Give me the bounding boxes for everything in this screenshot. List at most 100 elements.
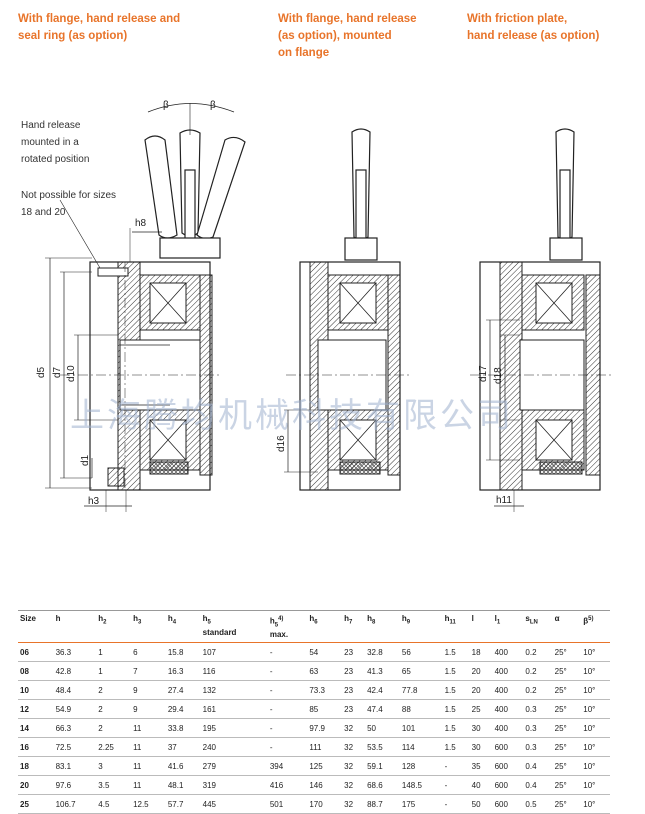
beta-label-2: β bbox=[210, 100, 216, 111]
table-cell: 83.1 bbox=[53, 756, 97, 777]
hand-release-note: Hand release mounted in a rotated positi… bbox=[21, 120, 90, 165]
table-cell: 97.9 bbox=[307, 718, 343, 739]
table-cell: 600 bbox=[492, 756, 524, 777]
column-header: h2 bbox=[96, 609, 132, 644]
beta-label-1: β bbox=[163, 100, 169, 111]
size-cell: 18 bbox=[18, 756, 54, 777]
table-cell: 319 bbox=[200, 775, 268, 796]
d18-label: d18 bbox=[493, 367, 504, 384]
table-cell: 32 bbox=[342, 756, 366, 777]
table-cell: 3.5 bbox=[96, 775, 132, 796]
column-header: h9 bbox=[399, 609, 443, 644]
table-cell: 125 bbox=[307, 756, 343, 777]
table-cell: 394 bbox=[267, 756, 308, 777]
table-cell: 20 bbox=[469, 661, 493, 682]
table-cell: 0.2 bbox=[523, 680, 553, 701]
table-cell: 0.4 bbox=[523, 756, 553, 777]
h11-label: h11 bbox=[496, 495, 512, 506]
table-cell: 32.8 bbox=[365, 642, 400, 663]
column-header-main: h bbox=[133, 614, 138, 623]
table-cell: - bbox=[442, 775, 470, 796]
table-cell: 37 bbox=[165, 737, 201, 758]
table-cell: 3 bbox=[96, 756, 132, 777]
table-cell: 161 bbox=[200, 699, 268, 720]
column-header-main: h bbox=[167, 614, 173, 623]
table-cell: 66.3 bbox=[53, 718, 97, 739]
table-cell: 42.8 bbox=[53, 661, 97, 682]
table-cell: - bbox=[267, 642, 308, 663]
table-cell: 97.6 bbox=[53, 775, 97, 796]
d10-label: d10 bbox=[66, 365, 77, 382]
column-header-sub: 11 bbox=[449, 619, 456, 626]
table-cell: 10° bbox=[581, 661, 610, 682]
table-cell: 23 bbox=[342, 661, 366, 682]
table-cell: 25° bbox=[552, 775, 582, 796]
h3-label: h3 bbox=[88, 496, 100, 507]
table-cell: 50 bbox=[365, 718, 400, 739]
table-cell: 30 bbox=[469, 718, 493, 739]
table-cell: 25° bbox=[552, 737, 582, 758]
table-cell: 400 bbox=[492, 661, 524, 682]
table-cell: 11 bbox=[131, 737, 166, 758]
table-cell: 101 bbox=[399, 718, 443, 739]
column-header: h54)max. bbox=[267, 609, 308, 644]
table-cell: 400 bbox=[492, 680, 524, 701]
table-cell: 33.8 bbox=[165, 718, 201, 739]
not-possible-note: Not possible for sizes 18 and 20 bbox=[21, 190, 117, 218]
column-header-extra: max. bbox=[269, 630, 289, 640]
table-cell: 10° bbox=[581, 718, 610, 739]
column-header: h bbox=[53, 609, 97, 644]
table-cell: 400 bbox=[492, 642, 524, 663]
table-cell: 25° bbox=[552, 718, 582, 739]
drawing-friction-plate bbox=[470, 128, 612, 512]
column-header: h8 bbox=[365, 609, 400, 644]
table-cell: 25° bbox=[552, 699, 582, 720]
table-cell: 11 bbox=[131, 775, 166, 796]
table-cell: 11 bbox=[131, 756, 166, 777]
technical-drawings: β β h8 d5 d7 d10 d1 h3 d16 d17 d18 h11 bbox=[36, 100, 612, 512]
table-cell: 400 bbox=[492, 699, 524, 720]
column-header-main: h bbox=[98, 614, 104, 623]
column-header: h4 bbox=[165, 609, 201, 644]
column-header-sub: 5 bbox=[274, 622, 279, 629]
column-header-sub: 4 bbox=[172, 619, 177, 626]
table-cell: 23 bbox=[342, 642, 366, 663]
column-header-sub: 3 bbox=[137, 619, 142, 626]
table-cell: 195 bbox=[200, 718, 268, 739]
table-cell: 25° bbox=[552, 642, 582, 663]
drawing-flange-seal-ring bbox=[45, 103, 246, 512]
size-cell: 06 bbox=[18, 642, 54, 663]
table-cell: 9 bbox=[131, 699, 166, 720]
column-header-sup: 4) bbox=[278, 616, 284, 622]
column-header-sub: 8 bbox=[371, 619, 376, 626]
table-cell: 10° bbox=[581, 775, 610, 796]
table-cell: 132 bbox=[200, 680, 268, 701]
table-cell: - bbox=[267, 699, 308, 720]
column-header-main: l bbox=[471, 614, 474, 623]
column-header: l bbox=[469, 609, 493, 644]
column-header-main: β bbox=[583, 616, 589, 626]
column-header: h3 bbox=[131, 609, 166, 644]
table-cell: 77.8 bbox=[399, 680, 443, 701]
table-cell: 42.4 bbox=[365, 680, 400, 701]
table-cell: 25 bbox=[469, 699, 493, 720]
table-cell: 10° bbox=[581, 699, 610, 720]
table-cell: - bbox=[267, 718, 308, 739]
column-header: β5) bbox=[581, 609, 610, 644]
table-cell: 1 bbox=[96, 642, 132, 663]
table-cell: 18 bbox=[469, 642, 493, 663]
table-cell: 416 bbox=[267, 775, 308, 796]
column-header: sLN bbox=[523, 609, 553, 644]
hand-release-levers bbox=[144, 129, 246, 259]
table-cell: 15.8 bbox=[165, 642, 201, 663]
column-header: h7 bbox=[342, 609, 366, 644]
watermark: 上海腾均机械科技有限公司 bbox=[70, 396, 514, 436]
